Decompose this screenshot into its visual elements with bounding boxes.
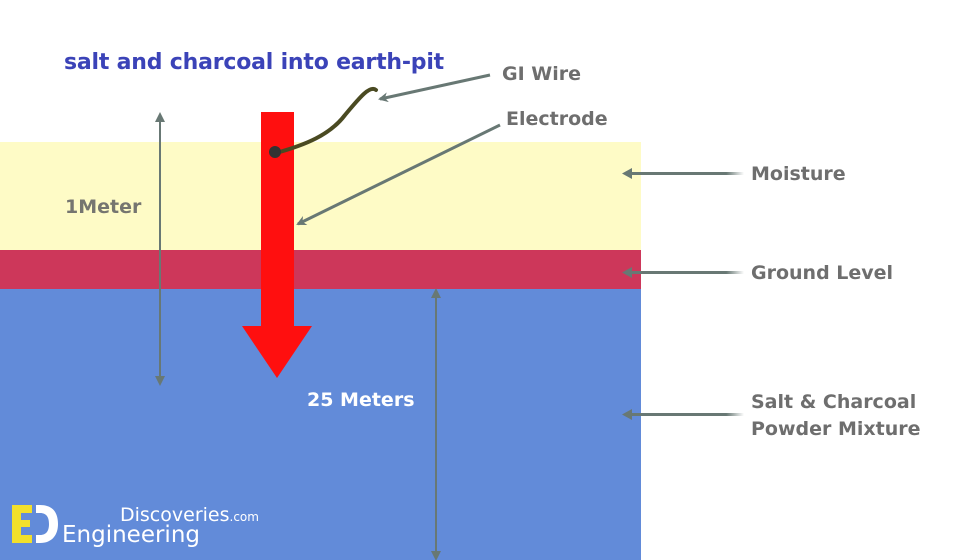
gi-wire-label: GI Wire	[502, 63, 582, 85]
ground-level-label: Ground Level	[751, 262, 894, 284]
moisture-label: Moisture	[751, 163, 846, 185]
moisture-pointer-icon	[622, 168, 744, 179]
watermark-discoveries: Discoveries	[120, 504, 230, 526]
ground-level-layer	[0, 250, 641, 289]
watermark-line1: Discoveries.com	[120, 504, 259, 526]
salt-charcoal-mixture-layer	[0, 289, 641, 560]
mixture-label-line2: Powder Mixture	[751, 418, 921, 440]
gi-wire-icon	[274, 86, 378, 155]
ground-level-pointer-icon	[622, 267, 744, 278]
electrode-label: Electrode	[506, 108, 608, 130]
mixture-label-line1: Salt & Charcoal	[751, 391, 917, 413]
watermark-domain-suffix: .com	[229, 510, 259, 524]
engineering-discoveries-logo-icon	[12, 505, 58, 543]
diagram-title: salt and charcoal into earth-pit	[64, 50, 444, 75]
twenty-five-meters-dimension-label: 25 Meters	[307, 389, 415, 411]
one-meter-dimension-label: 1Meter	[65, 196, 142, 218]
watermark-line2: Engineering	[62, 522, 200, 548]
mixture-pointer-icon	[622, 409, 744, 420]
moisture-layer	[0, 142, 641, 250]
